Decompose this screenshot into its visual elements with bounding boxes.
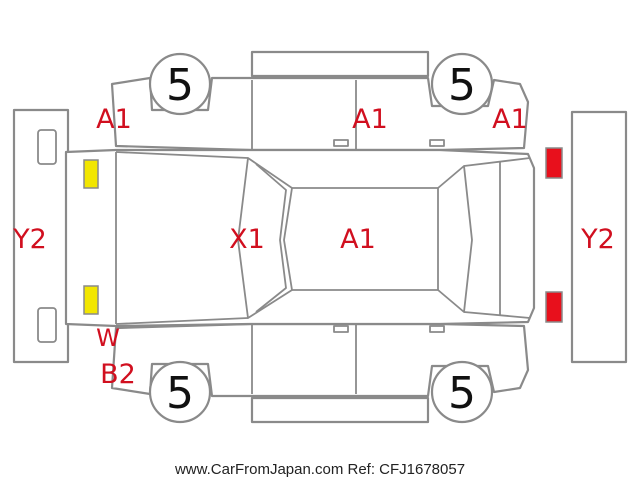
damage-code-roof: A1	[340, 224, 376, 255]
tire-rating-front-right: 5	[166, 368, 194, 419]
rear-right-taillamp	[545, 291, 563, 323]
right-side-panel	[110, 322, 530, 424]
damage-code-hood: X1	[229, 224, 265, 255]
tire-rating-rear-right: 5	[448, 368, 476, 419]
front-right-headlamp	[83, 285, 99, 315]
wheel-rear-left: 5	[430, 52, 494, 116]
damage-code-rear-bumper: Y2	[580, 224, 615, 255]
damage-code-left-doors: A1	[352, 104, 388, 135]
wheel-front-right: 5	[148, 360, 212, 424]
damage-code-front-bumper: Y2	[12, 224, 47, 255]
front-lamps	[83, 159, 99, 315]
wheel-front-left: 5	[148, 52, 212, 116]
rear-lamps	[545, 147, 563, 323]
front-left-headlamp	[83, 159, 99, 189]
footer-watermark: www.CarFromJapan.com Ref: CFJ1678057	[174, 461, 465, 478]
damage-code-front-left-fender: A1	[96, 104, 132, 135]
damage-code-front-right-corner-w: W	[96, 324, 120, 352]
tire-rating-rear-left: 5	[448, 60, 476, 111]
wheel-rear-right: 5	[430, 360, 494, 424]
car-top-view-body	[64, 148, 536, 328]
front-bumper	[12, 108, 70, 364]
tire-rating-front-left: 5	[166, 60, 194, 111]
rear-bumper	[570, 110, 628, 364]
damage-code-rear-left-fender: A1	[492, 104, 528, 135]
damage-code-front-right-corner-b2: B2	[100, 359, 136, 390]
rear-left-taillamp	[545, 147, 563, 179]
